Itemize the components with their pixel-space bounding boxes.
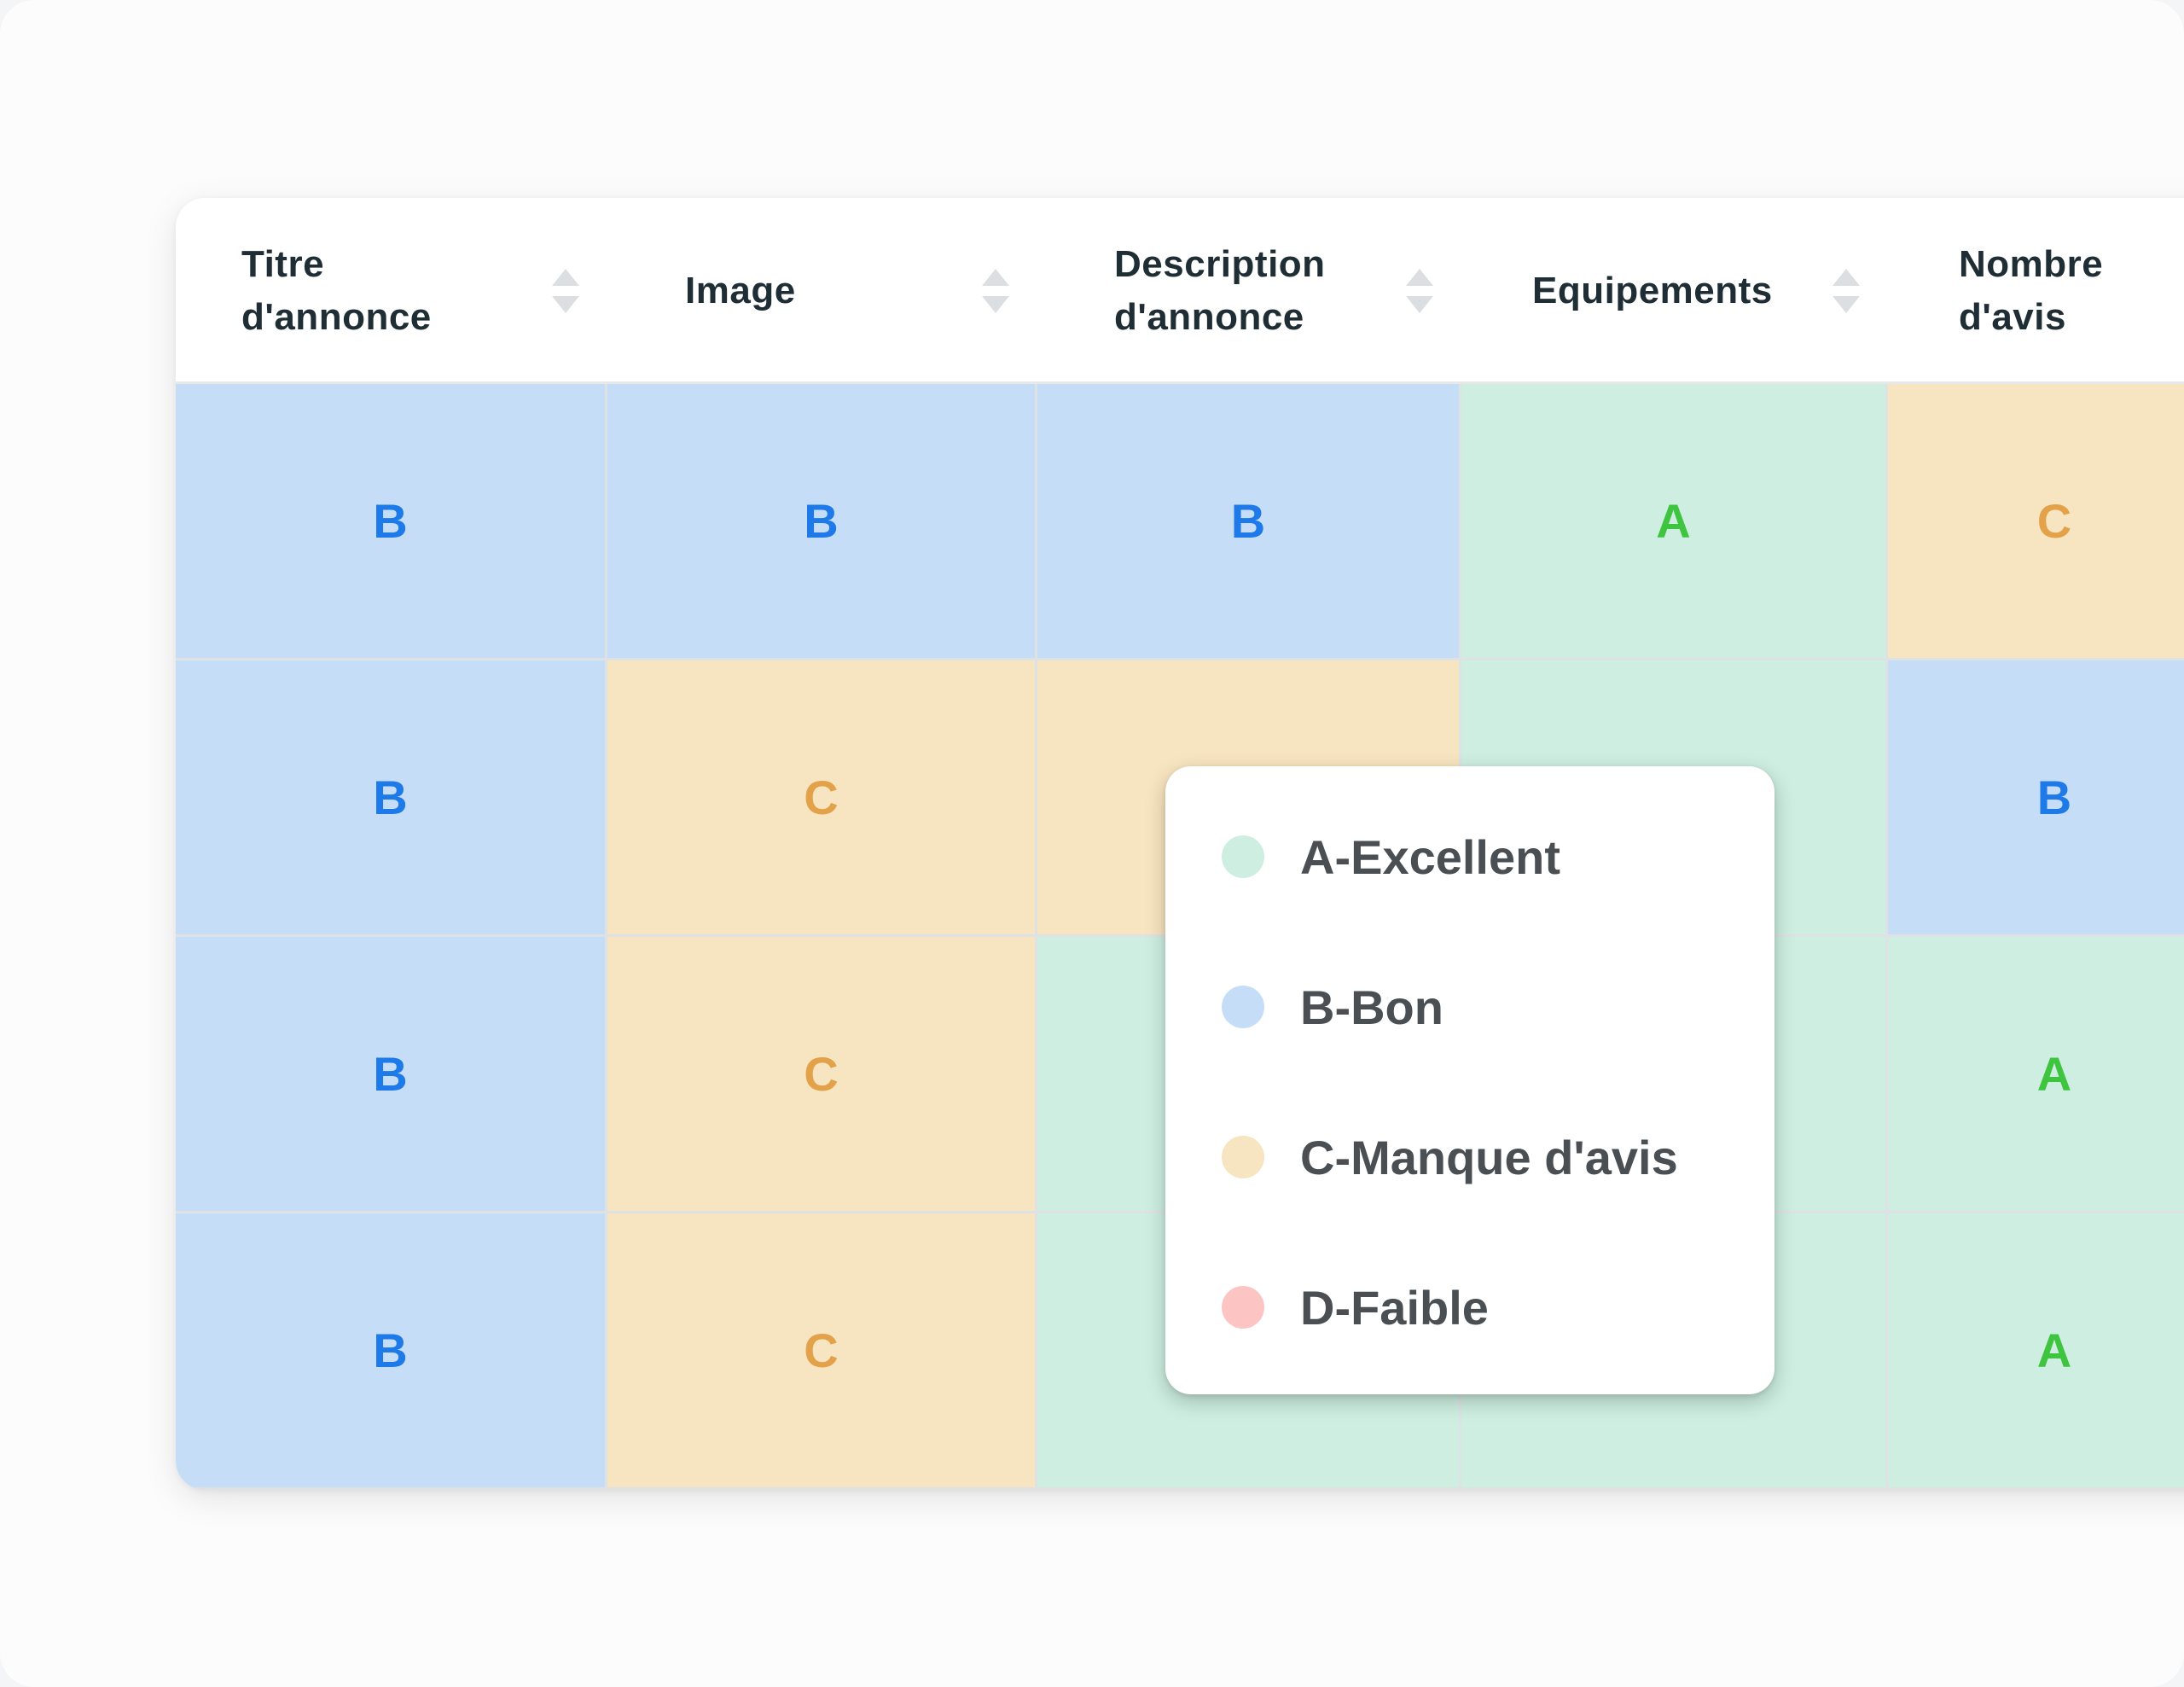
column-header-label: Titre d'annonce (241, 243, 432, 338)
table-cell-grade: A (1888, 937, 2184, 1213)
legend-color-dot-icon (1222, 1286, 1264, 1329)
column-header-label: Description d'annonce (1114, 243, 1326, 338)
sort-updown-icon[interactable] (551, 267, 580, 315)
table-cell-grade: C (607, 1213, 1037, 1490)
legend-color-dot-icon (1222, 1136, 1264, 1178)
legend-color-dot-icon (1222, 986, 1264, 1028)
column-header-description[interactable]: Description d'annonce (1037, 198, 1461, 384)
column-header-equipements[interactable]: Equipements (1461, 198, 1888, 384)
table-cell-grade: C (607, 937, 1037, 1213)
table-cell-grade: A (1461, 384, 1888, 660)
table-cell-grade: B (1888, 660, 2184, 937)
sort-updown-icon[interactable] (1405, 267, 1434, 315)
table-cell-grade: B (176, 1213, 607, 1490)
table-cell-grade: B (607, 384, 1037, 660)
legend-color-dot-icon (1222, 835, 1264, 878)
legend-item-a: A-Excellent (1222, 823, 1560, 891)
sort-updown-icon[interactable] (1832, 267, 1861, 315)
table-cell-grade: C (607, 660, 1037, 937)
column-header-label: Equipements (1532, 270, 1773, 311)
column-header-label: Image (685, 270, 796, 311)
table-cell-grade: C (1888, 384, 2184, 660)
legend-item-d: D-Faible (1222, 1273, 1489, 1341)
legend-label: D-Faible (1300, 1280, 1489, 1335)
legend-label: C-Manque d'avis (1300, 1130, 1678, 1184)
table-cell-grade: A (1888, 1213, 2184, 1490)
sort-updown-icon[interactable] (981, 267, 1010, 315)
legend-item-b: B-Bon (1222, 973, 1443, 1041)
column-header-nombre-avis[interactable]: Nombre d'avis (1888, 198, 2184, 384)
legend-label: A-Excellent (1300, 829, 1560, 884)
column-header-image[interactable]: Image (607, 198, 1037, 384)
column-header-titre[interactable]: Titre d'annonce (176, 198, 607, 384)
table-cell-grade: B (176, 937, 607, 1213)
column-header-label: Nombre d'avis (1959, 243, 2104, 338)
table-cell-grade: B (176, 384, 607, 660)
legend-item-c: C-Manque d'avis (1222, 1123, 1678, 1191)
table-cell-grade: B (1037, 384, 1461, 660)
legend-label: B-Bon (1300, 980, 1443, 1034)
table-cell-grade: B (176, 660, 607, 937)
table-header: Titre d'annonce Image Description d'anno… (176, 198, 2184, 384)
